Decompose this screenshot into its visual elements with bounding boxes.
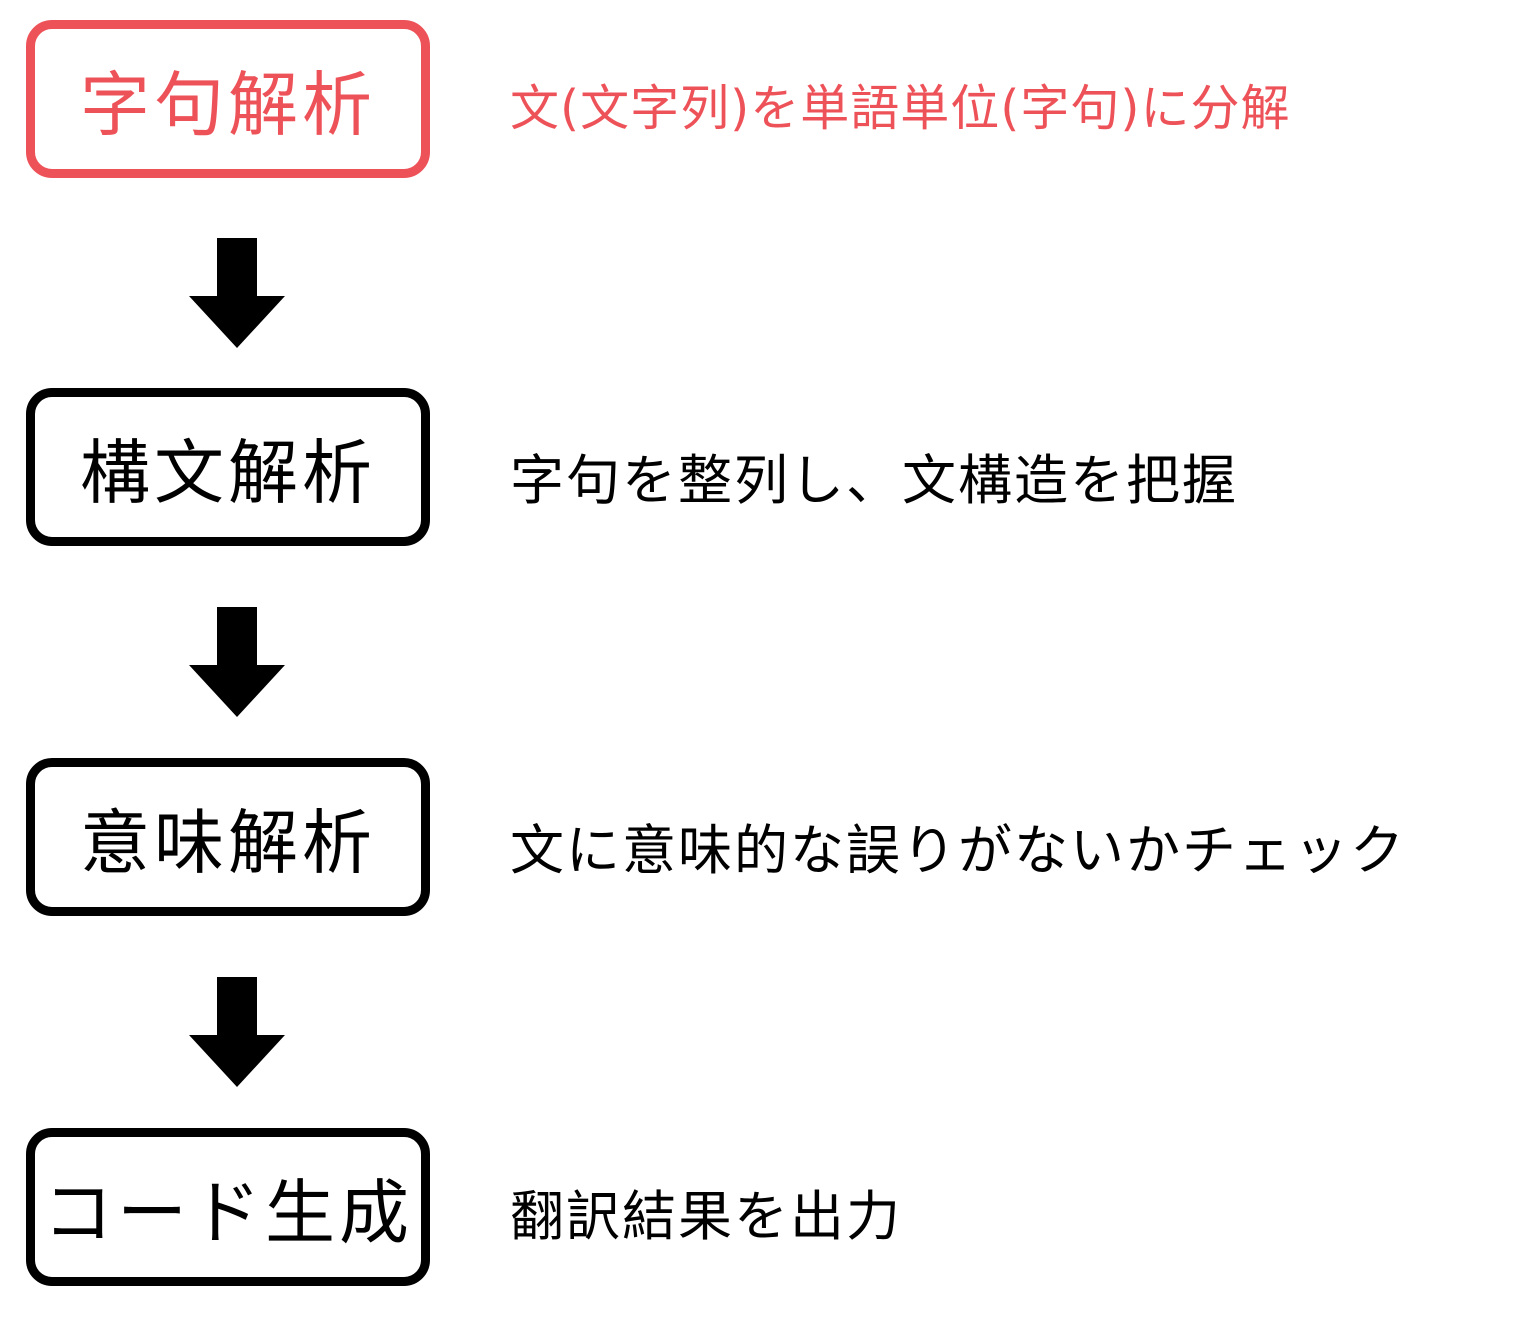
arrow-down-icon	[189, 977, 285, 1087]
step-label: 意味解析	[80, 801, 376, 884]
step-label: 構文解析	[80, 431, 376, 514]
step-description: 文(文字列)を単語単位(字句)に分解	[510, 80, 1291, 137]
step-box-syntax-analysis: 構文解析	[26, 388, 430, 546]
arrow-down-icon	[189, 238, 285, 348]
step-description: 翻訳結果を出力	[510, 1185, 902, 1248]
step-box-lexical-analysis: 字句解析	[26, 20, 430, 178]
step-label: 字句解析	[80, 63, 376, 146]
step-box-code-generation: コード生成	[26, 1128, 430, 1286]
arrow-down-icon	[189, 607, 285, 717]
step-label: コード生成	[43, 1171, 413, 1254]
step-description: 字句を整列し、文構造を把握	[510, 449, 1238, 512]
step-box-semantic-analysis: 意味解析	[26, 758, 430, 916]
step-description: 文に意味的な誤りがないかチェック	[510, 819, 1406, 882]
